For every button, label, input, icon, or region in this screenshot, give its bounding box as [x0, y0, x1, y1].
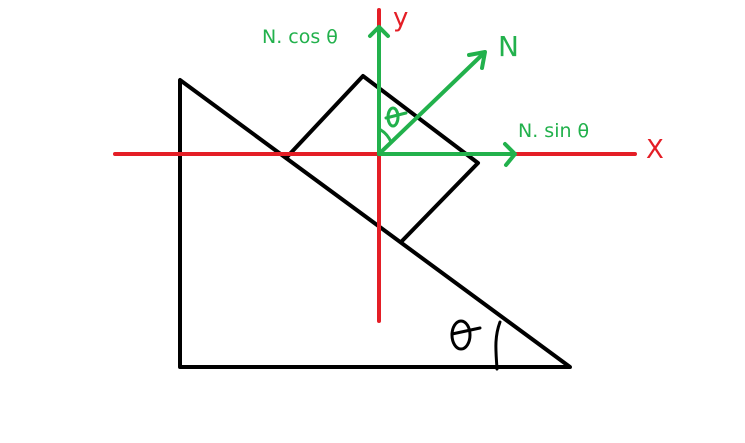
x-axis-label: X	[646, 135, 664, 165]
force-vectors	[368, 25, 517, 167]
force-angle-arc	[377, 127, 393, 144]
force-theta-symbol	[384, 106, 408, 128]
normal-force-label: N	[498, 30, 519, 63]
y-axis-label: y	[393, 3, 408, 33]
block	[285, 74, 480, 243]
inclined-plane	[178, 78, 572, 369]
normal-force-arrowhead	[467, 50, 487, 70]
axes	[113, 8, 637, 323]
block-outline	[285, 74, 480, 243]
incline-angle-arc	[494, 320, 502, 371]
normal-force-arrow	[377, 51, 486, 156]
vertical-component-label: N. cos θ	[262, 26, 338, 48]
incline-theta-symbol	[450, 319, 482, 351]
incline-triangle	[178, 78, 572, 369]
horizontal-component-arrowhead	[503, 142, 517, 167]
vertical-component-arrowhead	[368, 25, 390, 38]
horizontal-component-label: N. sin θ	[518, 120, 589, 142]
